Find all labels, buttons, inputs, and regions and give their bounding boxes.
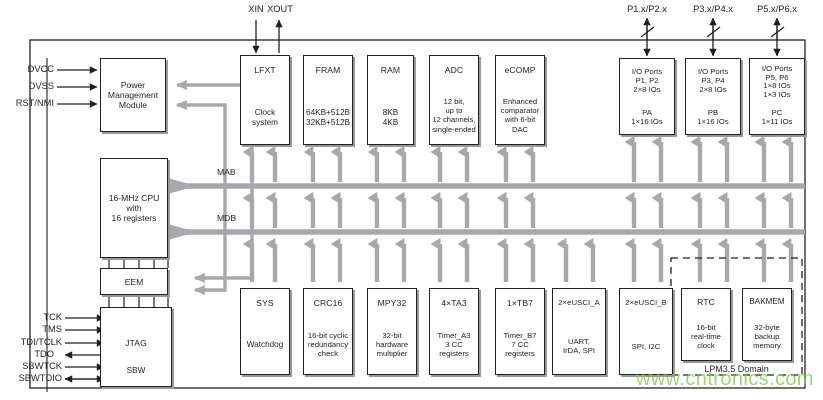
eusci-b-body: SPI, I2C — [631, 342, 661, 351]
ta3-body: Timer_A3 3 CC registers — [437, 331, 471, 359]
bus-lines — [168, 183, 805, 235]
block-fram[interactable]: FRAM 64KB+512B 32KB+512B — [303, 55, 353, 145]
eem-label: EEM — [124, 276, 144, 287]
bus-label-mab: MAB — [217, 167, 236, 177]
ram-title: RAM — [380, 65, 401, 75]
eusci-a-title: 2×eUSCI_A — [558, 298, 600, 307]
io-pc-bottom: PC 1×11 IOs — [761, 108, 793, 126]
mpy32-title: MPY32 — [377, 298, 407, 308]
lfxt-title: LFXT — [254, 65, 276, 75]
fram-title: FRAM — [315, 65, 341, 75]
bus-slash-p1p2 — [640, 26, 655, 38]
pin-connections — [46, 17, 785, 392]
lpm35-domain-label: LPM3.5 Domain — [704, 364, 769, 374]
crc16-body: 16-bit cyclic redundancy check — [307, 331, 349, 359]
block-ecomp[interactable]: eCOMP Enhanced comparator with 6-bit DAC — [495, 55, 545, 145]
block-eusci-b[interactable]: 2×eUSCI_B SPI, I2C — [619, 288, 673, 375]
fram-body: 64KB+512B 32KB+512B — [306, 108, 350, 127]
eusci-b-title: 2×eUSCI_B — [625, 298, 667, 307]
adc-body: 12 bit, up to 12 channels, single-ended — [432, 97, 476, 134]
bus-label-mdb: MDB — [217, 213, 237, 223]
pin-label-sbwtck: SBWTCK — [22, 361, 62, 371]
block-mpy32[interactable]: MPY32 32-bit hardware multiplier — [367, 288, 417, 375]
sys-title: SYS — [256, 298, 274, 308]
block-lfxt[interactable]: LFXT Clock system — [240, 55, 290, 145]
block-io-ports-pb[interactable]: I/O Ports P3, P4 2×8 IOs PB 1×16 IOs — [685, 58, 741, 135]
block-io-ports-pa[interactable]: I/O Ports P1, P2 2×8 IOs PA 1×16 IOs — [619, 58, 675, 135]
pin-label-tditclk: TDI/TCLK — [20, 337, 62, 347]
tb7-title: 1×TB7 — [506, 298, 534, 308]
pin-label-p5p6: P5.x/P6.x — [757, 4, 797, 14]
pin-label-p3p4: P3.x/P4.x — [693, 4, 733, 14]
block-timer-b7[interactable]: 1×TB7 Timer_B7 7 CC registers — [495, 288, 545, 375]
tb7-body: Timer_B7 7 CC registers — [503, 331, 537, 359]
block-power-management-module[interactable]: Power Management Module — [100, 58, 166, 132]
lfxt-body: Clock system — [252, 108, 278, 127]
ram-body: 8KB 4KB — [382, 108, 399, 127]
bakmem-body: 32-byte backup memory — [753, 323, 781, 351]
cpu-bus-arrows — [168, 178, 196, 240]
pin-label-rstnmi: RST/NMI — [15, 98, 54, 108]
pin-label-xout: XOUT — [267, 4, 293, 14]
watermark: www.cntronics.com — [636, 368, 814, 390]
cpu-label: 16-MHz CPU with 16 registers — [108, 193, 160, 223]
pin-label-tck: TCK — [43, 312, 62, 322]
sys-body: Watchdog — [246, 340, 284, 349]
io-pc-top: I/O Ports P5, P6 1×8 IOs 1×3 IOs — [761, 64, 793, 99]
block-ram[interactable]: RAM 8KB 4KB — [367, 55, 414, 145]
sbw-label: SBW — [126, 366, 146, 375]
ecomp-body: Enhanced comparator with 6-bit DAC — [500, 97, 540, 134]
block-eusci-a[interactable]: 2×eUSCI_A UART, IrDA, SPI — [552, 288, 606, 375]
bus-slash-p3p4 — [706, 26, 721, 38]
jtag-label: JTAG — [125, 338, 147, 348]
bakmem-title: BAKMEM — [749, 297, 785, 306]
block-crc16[interactable]: CRC16 16-bit cyclic redundancy check — [303, 288, 353, 375]
cpu-eem-jtag-connectors — [108, 258, 169, 307]
ecomp-title: eCOMP — [504, 65, 536, 75]
chip-outline — [29, 39, 806, 389]
ta3-title: 4×TA3 — [441, 298, 467, 308]
block-sys-watchdog[interactable]: SYS Watchdog — [240, 288, 290, 375]
crc16-title: CRC16 — [313, 298, 343, 308]
rtc-body: 16-bit real-time clock — [691, 323, 721, 351]
pin-label-tms: TMS — [42, 324, 62, 334]
pin-label-xin: XIN — [248, 4, 264, 14]
block-io-ports-pc[interactable]: I/O Ports P5, P6 1×8 IOs 1×3 IOs PC 1×11… — [749, 58, 805, 135]
pmm-label: Power Management Module — [107, 80, 159, 110]
block-jtag-sbw[interactable]: JTAG SBW — [100, 307, 172, 387]
block-eem[interactable]: EEM — [100, 268, 168, 295]
block-cpu[interactable]: 16-MHz CPU with 16 registers — [100, 158, 168, 258]
pin-label-sbwtdio: SBWTDIO — [18, 373, 62, 383]
pmm-feedback-lines — [175, 80, 254, 295]
module-bus-stubs — [242, 135, 794, 282]
eusci-a-body: UART, IrDA, SPI — [562, 337, 596, 356]
rtc-title: RTC — [697, 297, 715, 307]
pin-label-p1p2: P1.x/P2.x — [627, 4, 667, 14]
io-pb-top: I/O Ports P3, P4 2×8 IOs — [697, 67, 729, 94]
block-rtc[interactable]: RTC 16-bit real-time clock — [681, 288, 731, 361]
block-timer-a3[interactable]: 4×TA3 Timer_A3 3 CC registers — [429, 288, 479, 375]
block-adc[interactable]: ADC 12 bit, up to 12 channels, single-en… — [429, 55, 479, 145]
io-pb-bottom: PB 1×16 IOs — [697, 108, 729, 126]
pin-label-tdo: TDO — [34, 349, 54, 359]
bus-slash-p5p6 — [770, 26, 785, 38]
io-pa-top: I/O Ports P1, P2 2×8 IOs — [631, 67, 663, 94]
adc-title: ADC — [444, 65, 464, 75]
io-pa-bottom: PA 1×16 IOs — [631, 108, 663, 126]
mpy32-body: 32-bit hardware multiplier — [375, 331, 409, 359]
block-bakmem[interactable]: BAKMEM 32-byte backup memory — [742, 288, 792, 361]
pin-label-dvcc: DVCC — [27, 64, 54, 74]
pin-label-dvss: DVSS — [28, 81, 54, 91]
